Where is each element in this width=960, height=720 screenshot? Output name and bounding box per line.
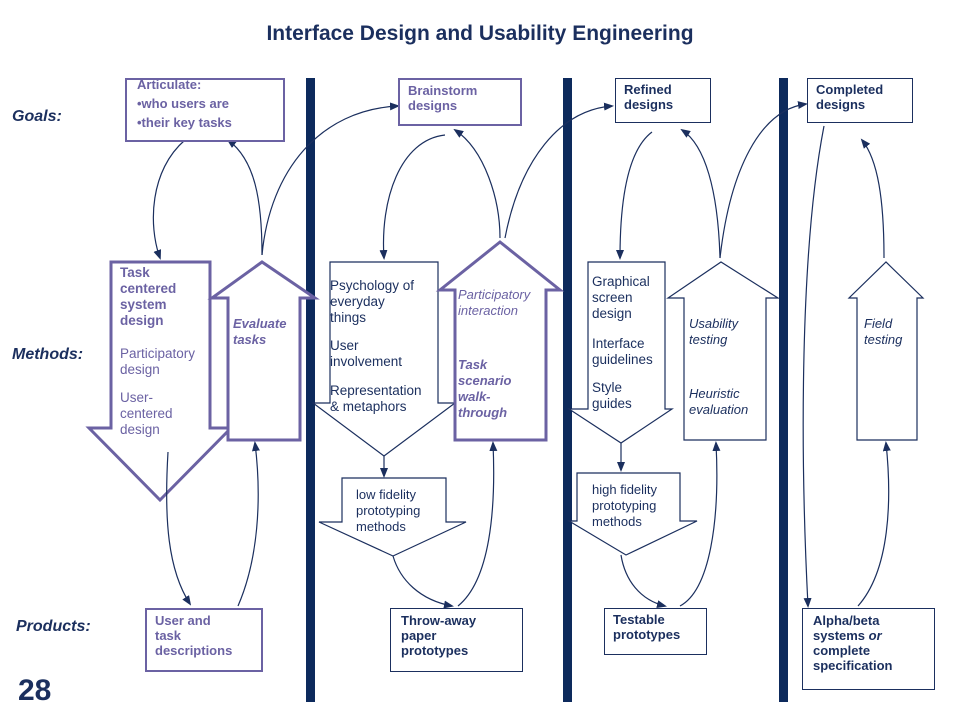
low-fidelity-down-arrow (318, 477, 467, 557)
alpha-beta-or: or (868, 628, 882, 643)
alpha-beta-text-1: Alpha/beta systems (813, 613, 880, 643)
high-fidelity-label: high fidelity prototyping methods (592, 482, 658, 529)
throwaway-prototypes-box: Throw-away paper prototypes (390, 608, 523, 672)
phase-divider-2 (563, 78, 572, 702)
field-testing-label: Field testing (864, 316, 903, 347)
slide-number: 28 (18, 674, 52, 707)
alpha-beta-box: Alpha/beta systems or complete specifica… (802, 608, 935, 690)
interface-guidelines-label: Interface guidelines (592, 336, 653, 367)
user-centered-design-label: User- centered design (120, 390, 173, 437)
evaluate-tasks-label: Evaluate tasks (233, 316, 287, 347)
alpha-beta-text-2: complete specification (813, 643, 893, 673)
connector-brainstorm-to-psychology (379, 134, 446, 260)
page-title: Interface Design and Usability Engineeri… (266, 22, 694, 45)
connector-hifi-to-testable (620, 554, 667, 609)
representation-label: Representation & metaphors (330, 383, 422, 414)
connector-participatory-to-brainstorm (453, 128, 501, 239)
participatory-design-label: Participatory design (120, 346, 196, 377)
user-task-descriptions-box: User and task descriptions (145, 608, 263, 672)
connector-usertask-to-evaluate (237, 441, 260, 607)
task-scenario-label: Task scenario walk- through (458, 357, 512, 420)
psychology-down-arrow (311, 261, 457, 457)
articulate-heading: Articulate: (137, 78, 202, 92)
connector-refined-to-graphical (616, 131, 653, 260)
articulate-goal-box: Articulate: •who users are •their key ta… (125, 78, 285, 142)
connector-articulate-to-task (152, 139, 186, 260)
participatory-up-arrow (435, 240, 565, 442)
connector-task-to-usertask (166, 451, 192, 606)
usability-up-arrow (666, 261, 781, 441)
connector-completed-to-alphabeta (802, 125, 825, 608)
methods-row-label: Methods: (12, 346, 84, 363)
phase-divider-1 (306, 78, 315, 702)
connector-evaluate-to-articulate (226, 138, 263, 256)
graphical-screen-label: Graphical screen design (592, 274, 650, 321)
articulate-item-users: •who users are (137, 96, 229, 111)
task-centered-label: Task centered system design (120, 265, 177, 328)
connector-participatory-to-refined (504, 102, 614, 239)
participatory-interaction-label: Participatory interaction (458, 287, 531, 318)
style-guides-label: Style guides (592, 380, 632, 411)
products-row-label: Products: (16, 618, 91, 635)
completed-designs-box: Completed designs (807, 78, 913, 123)
articulate-item-tasks: •their key tasks (137, 115, 232, 130)
connector-evaluate-to-brainstorm (261, 102, 400, 256)
refined-designs-box: Refined designs (615, 78, 711, 123)
goals-row-label: Goals: (12, 108, 62, 125)
psychology-label: Psychology of everyday things (330, 278, 415, 325)
heuristic-evaluation-label: Heuristic evaluation (689, 386, 749, 417)
connector-lowfi-to-throwaway (392, 555, 454, 609)
brainstorm-designs-box: Brainstorm designs (398, 78, 522, 126)
connector-throwaway-to-participatory (457, 441, 498, 607)
usability-testing-label: Usability testing (689, 316, 739, 347)
low-fidelity-label: low fidelity prototyping methods (356, 487, 421, 534)
user-involvement-label: User involvement (330, 338, 403, 369)
task-centered-down-arrow (85, 260, 235, 503)
connector-field-to-completed (860, 138, 885, 259)
connector-alphabeta-to-field (857, 441, 891, 607)
high-fidelity-down-arrow (566, 472, 698, 556)
field-testing-up-arrow (847, 261, 925, 441)
testable-prototypes-box: Testable prototypes (604, 608, 707, 655)
evaluate-tasks-up-arrow (207, 260, 320, 442)
connector-usability-to-refined (680, 128, 721, 259)
phase-divider-3 (779, 78, 788, 702)
connector-usability-to-completed (719, 101, 808, 259)
connector-testable-to-usability (679, 441, 721, 607)
graphical-down-arrow (566, 261, 674, 444)
